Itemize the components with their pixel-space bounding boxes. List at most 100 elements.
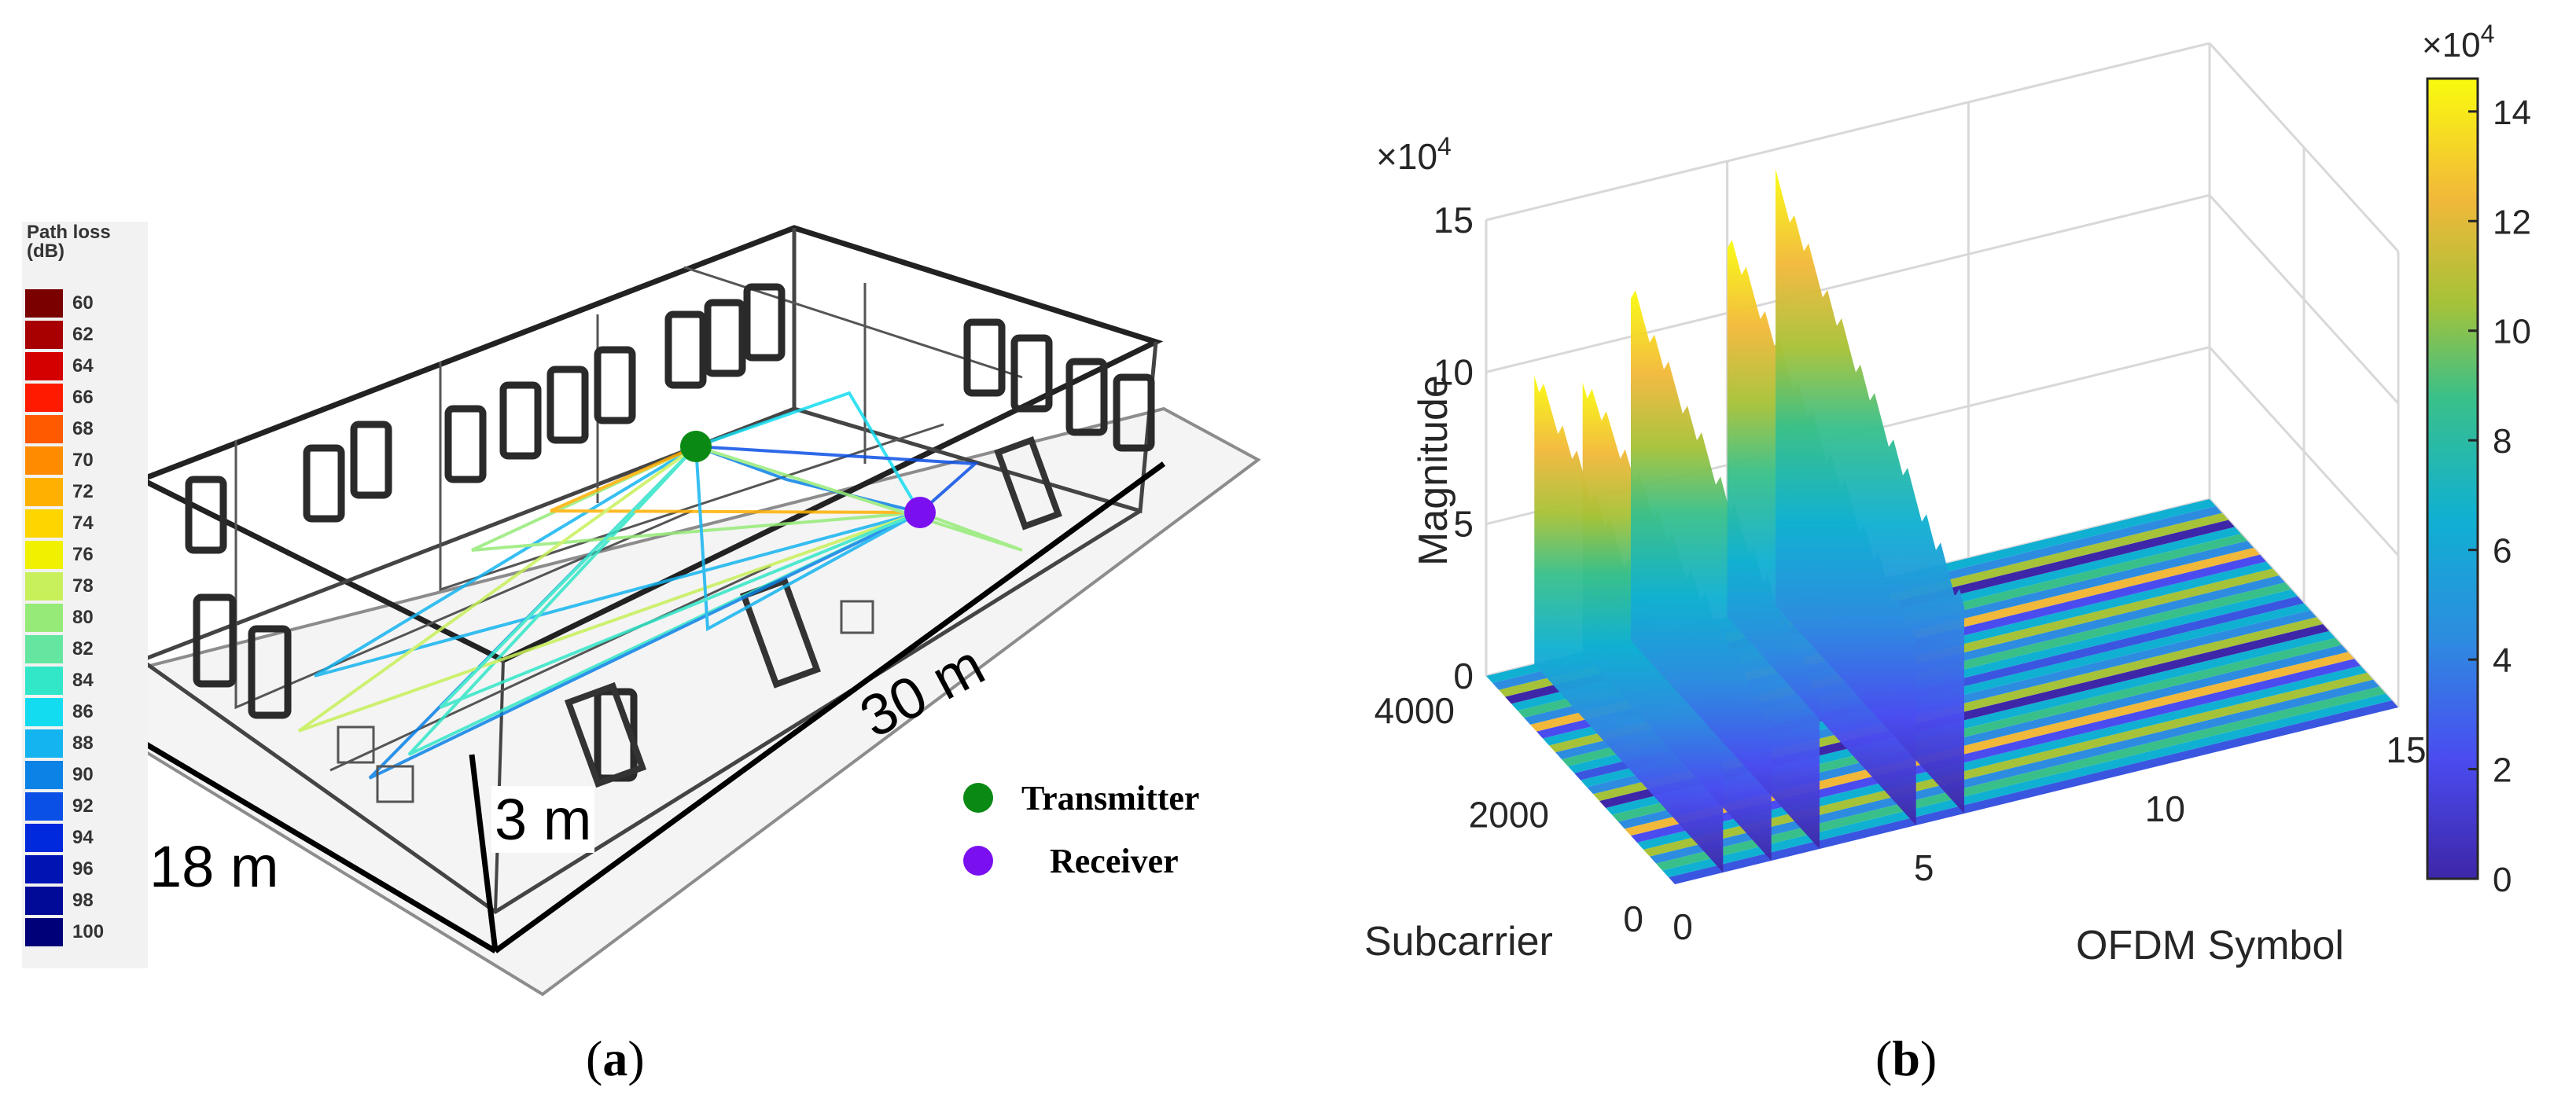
- legend-swatch: [25, 635, 63, 663]
- legend-value: 84: [72, 670, 94, 691]
- z-tick-15: 15: [1433, 200, 1474, 241]
- legend-swatch: [25, 289, 63, 318]
- colorbar-tick-0: 0: [2493, 861, 2512, 899]
- window-14: [1113, 373, 1155, 452]
- legend-level-70: 70: [25, 445, 143, 476]
- legend-level-86: 86: [25, 696, 143, 728]
- floor-stripe-3: [1656, 686, 2386, 871]
- colorbar-tick-4: 4: [2493, 641, 2512, 680]
- legend-value: 64: [72, 355, 94, 377]
- legend-value: 62: [72, 324, 94, 345]
- legend-swatch: [25, 572, 63, 601]
- legend-value: 90: [72, 764, 94, 785]
- side-window-1: [193, 593, 237, 688]
- window-10: [743, 283, 786, 362]
- surfaces: [1534, 168, 1964, 872]
- y-axis-label: Subcarrier: [1364, 919, 1553, 964]
- x-tick-5: 5: [1914, 847, 1934, 888]
- surface-plot: 051015020004000051015×104MagnitudeSubcar…: [1364, 20, 2531, 968]
- y-tick-4000: 4000: [1374, 690, 1455, 731]
- legend-swatch: [25, 415, 63, 443]
- window-8: [664, 310, 707, 389]
- surface-ofdm-3: [1631, 290, 1820, 849]
- legend-level-76: 76: [25, 539, 143, 571]
- legend-swatch: [25, 855, 63, 883]
- colorbar-exponent-power: 4: [2481, 20, 2495, 48]
- receiver-dot-icon: [963, 846, 993, 876]
- ray-8: [297, 445, 921, 733]
- colorbar: [2426, 77, 2479, 880]
- colorbar-tick-6: 6: [2493, 532, 2512, 571]
- caption-b: (b): [1875, 1030, 1938, 1086]
- legend-value: 70: [72, 450, 94, 471]
- colorbar-tick-14: 14: [2493, 94, 2531, 132]
- legend-swatch: [25, 509, 63, 538]
- window-4: [444, 405, 487, 483]
- z-tick-10: 10: [1433, 351, 1474, 392]
- legend-value: 66: [72, 387, 94, 408]
- x-tick-0: 0: [1673, 906, 1693, 947]
- legend-value: 80: [72, 607, 94, 628]
- dimension-width-label: 18 m: [149, 834, 279, 899]
- legend-swatch: [25, 729, 63, 758]
- transmitter-label: Transmitter: [1021, 779, 1200, 817]
- legend-swatch: [25, 321, 63, 349]
- window-1: [185, 476, 227, 554]
- colorbar-tick-2: 2: [2493, 751, 2512, 790]
- ray-paths: [297, 391, 1023, 780]
- legend-swatch: [25, 352, 63, 380]
- caption-a: (a): [586, 1030, 645, 1086]
- legend-level-82: 82: [25, 634, 143, 665]
- legend-swatch: [25, 446, 63, 475]
- z-tick-0: 0: [1453, 656, 1474, 696]
- legend-swatch: [25, 918, 63, 946]
- side-window-2: [248, 625, 292, 719]
- legend-value: 100: [72, 921, 105, 942]
- legend-value: 86: [72, 701, 94, 722]
- legend-title-line1: Path loss: [27, 222, 111, 243]
- legend-value: 96: [72, 858, 94, 880]
- z-axis-label: Magnitude: [1411, 375, 1456, 566]
- window-12: [1010, 334, 1053, 413]
- legend-swatch: [25, 384, 63, 412]
- legend-value: 78: [72, 575, 94, 597]
- surface-ofdm-6: [1776, 168, 1964, 814]
- window-7: [594, 346, 636, 424]
- legend-value: 82: [72, 638, 94, 659]
- legend-level-88: 88: [25, 728, 143, 759]
- legend-swatch: [25, 541, 63, 569]
- caption-a-letter: a: [602, 1030, 628, 1086]
- grid-line-13: [1485, 193, 2210, 373]
- floor-stripe-2: [1662, 693, 2392, 878]
- building-floor: [42, 406, 1261, 997]
- grid-line-14: [2208, 194, 2400, 405]
- y-tick-2000: 2000: [1469, 795, 1549, 836]
- legend-level-60: 60: [25, 288, 143, 319]
- window-11: [963, 318, 1006, 397]
- legend-value: 68: [72, 418, 94, 439]
- legend-swatch: [25, 667, 63, 695]
- colorbar-exponent: ×104: [2422, 20, 2494, 64]
- legend-swatch: [25, 698, 63, 726]
- windows: [185, 283, 1155, 782]
- z-exponent-power: 4: [1437, 132, 1452, 160]
- ray-7: [695, 445, 979, 514]
- ray-9: [694, 446, 921, 632]
- legend-swatch: [25, 604, 63, 632]
- legend-swatch: [25, 824, 63, 852]
- legend-value: 76: [72, 544, 94, 565]
- window-13: [1065, 358, 1108, 436]
- legend-level-74: 74: [25, 508, 143, 539]
- colorbar-tick-10: 10: [2493, 313, 2531, 351]
- window-2: [303, 444, 345, 523]
- legend-swatch: [25, 478, 63, 506]
- x-tick-15: 15: [2386, 729, 2426, 770]
- y-tick-0: 0: [1623, 898, 1643, 939]
- x-tick-10: 10: [2145, 788, 2185, 829]
- legend-swatch: [25, 792, 63, 821]
- legend-value: 72: [72, 481, 94, 502]
- z-tick-5: 5: [1453, 504, 1474, 545]
- floorplan-3d-view: [42, 225, 1261, 997]
